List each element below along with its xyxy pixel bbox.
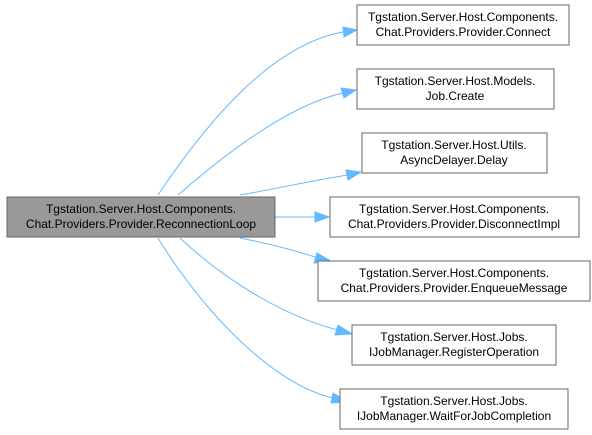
edge-to-register-operation (179, 237, 354, 336)
source-line-2: Chat.Providers.Provider.ReconnectionLoop (26, 217, 256, 231)
target-line-1: Tgstation.Server.Host.Models. (375, 74, 536, 88)
target-line-2: IJobManager.WaitForJobCompletion (357, 409, 551, 423)
node-provider-connect[interactable]: Tgstation.Server.Host.Components. Chat.P… (356, 4, 570, 46)
edge-to-enqueue-message (239, 237, 333, 264)
edge-to-async-delayer-delay (239, 169, 363, 196)
target-line-2: Chat.Providers.Provider.Connect (376, 25, 551, 39)
target-line-2: Chat.Providers.Provider.DisconnectImpl (348, 217, 560, 231)
node-job-manager-register-operation[interactable]: Tgstation.Server.Host.Jobs. IJobManager.… (351, 324, 557, 366)
target-line-2: Job.Create (426, 89, 485, 103)
edge-to-disconnect-impl (275, 211, 331, 223)
target-line-2: Chat.Providers.Provider.EnqueueMessage (341, 281, 568, 295)
target-line-1: Tgstation.Server.Host.Utils. (381, 138, 526, 152)
target-line-1: Tgstation.Server.Host.Jobs. (380, 330, 527, 344)
node-reconnection-loop: Tgstation.Server.Host.Components. Chat.P… (6, 196, 276, 238)
target-line-2: AsyncDelayer.Delay (400, 153, 507, 167)
target-line-1: Tgstation.Server.Host.Components. (368, 10, 558, 24)
target-line-2: IJobManager.RegisterOperation (369, 345, 539, 359)
edge-to-connect (157, 26, 359, 196)
target-line-1: Tgstation.Server.Host.Components. (359, 266, 549, 280)
node-provider-enqueue-message[interactable]: Tgstation.Server.Host.Components. Chat.P… (317, 260, 591, 302)
node-job-manager-wait-for-job-completion[interactable]: Tgstation.Server.Host.Jobs. IJobManager.… (339, 388, 569, 430)
source-line-1: Tgstation.Server.Host.Components. (46, 202, 236, 216)
node-async-delayer-delay[interactable]: Tgstation.Server.Host.Utils. AsyncDelaye… (361, 132, 548, 174)
target-line-1: Tgstation.Server.Host.Jobs. (380, 394, 527, 408)
edge-to-job-create (177, 87, 358, 196)
edges (157, 26, 363, 404)
node-provider-disconnect-impl[interactable]: Tgstation.Server.Host.Components. Chat.P… (329, 196, 580, 238)
node-job-create[interactable]: Tgstation.Server.Host.Models. Job.Create (356, 68, 555, 110)
target-line-1: Tgstation.Server.Host.Components. (359, 202, 549, 216)
